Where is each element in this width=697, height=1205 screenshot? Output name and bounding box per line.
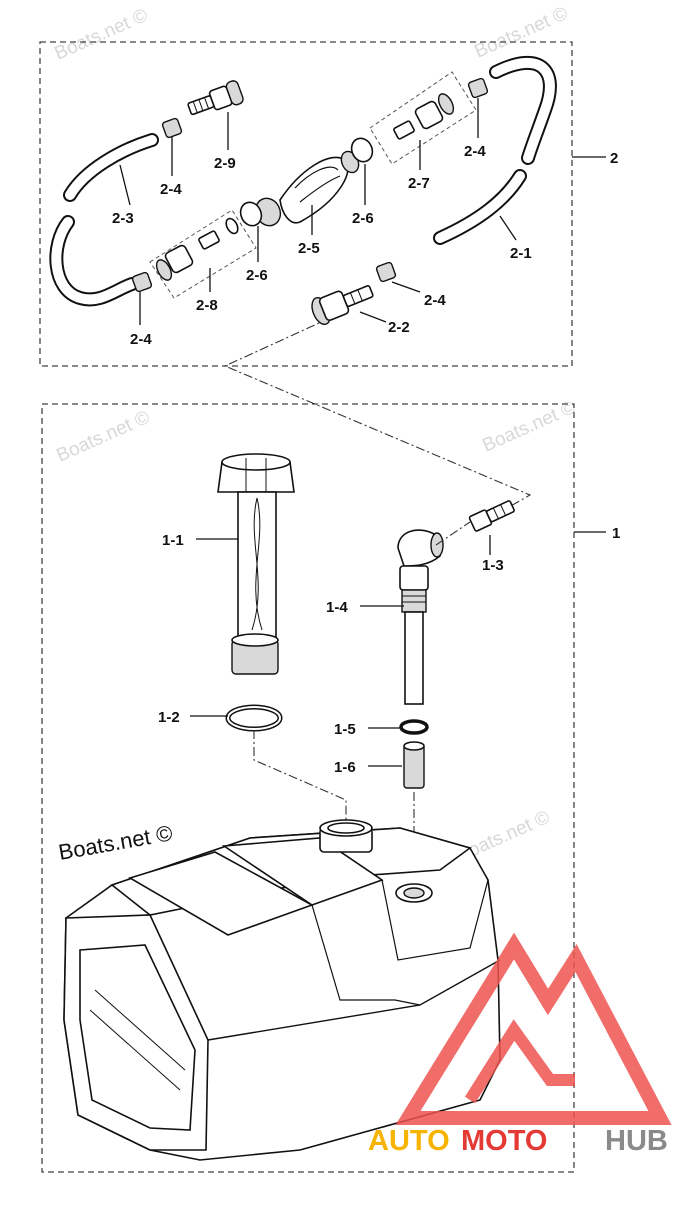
hose-right-upper [491, 57, 555, 163]
nipple-1-3 [468, 500, 515, 532]
valve-2-7 [393, 93, 455, 140]
primer-bulb-2-5 [254, 150, 360, 227]
callout-2-6: 2-6 [352, 210, 374, 227]
watermark: Boats.net © [53, 407, 152, 467]
logo-triangle [395, 932, 672, 1125]
sleeve-top [403, 741, 425, 751]
hose-clamp [467, 77, 489, 99]
callout-2-4: 2-4 [424, 292, 446, 309]
callout-1-5: 1-5 [334, 721, 356, 738]
hose-clamp [161, 117, 183, 139]
hose-2-1 [435, 171, 525, 243]
valve-2-8 [155, 217, 239, 281]
leader [119, 164, 131, 206]
callout-2-4: 2-4 [130, 331, 152, 348]
fuel-joint-1-4 [397, 529, 444, 705]
fuel-gauge-1-1 [217, 453, 295, 675]
assembly-1-label: 1 [612, 525, 620, 542]
center-line [253, 730, 347, 830]
center-line [435, 521, 471, 546]
watermark: Boats.net © [479, 397, 578, 457]
hose-clamp [131, 271, 153, 293]
connector-2-9 [187, 80, 244, 116]
o-ring-1-5 [399, 719, 429, 735]
callout-1-2: 1-2 [158, 709, 180, 726]
leader [499, 215, 517, 241]
logo-text-moto: MOTO [461, 1125, 547, 1157]
leader [391, 281, 421, 293]
assembly-1-frame [41, 403, 575, 1173]
callout-2-9: 2-9 [214, 155, 236, 172]
callout-1-1: 1-1 [162, 532, 184, 549]
callout-2-2: 2-2 [388, 319, 410, 336]
fuel-tank [63, 819, 501, 1161]
assembly-2-label: 2 [610, 150, 618, 167]
callout-2-5: 2-5 [298, 240, 320, 257]
logo-text-hub: HUB [605, 1125, 668, 1157]
callout-1-3: 1-3 [482, 557, 504, 574]
nut-2-6 [239, 201, 263, 227]
hose-clamp [375, 261, 397, 283]
callout-2-1: 2-1 [510, 245, 532, 262]
logo-text-auto: AUTO [368, 1125, 450, 1157]
callout-2-6: 2-6 [246, 267, 268, 284]
callout-1-6: 1-6 [334, 759, 356, 776]
callout-2-7: 2-7 [408, 175, 430, 192]
logo-inner [464, 1019, 575, 1104]
callout-2-8: 2-8 [196, 297, 218, 314]
callout-2-4: 2-4 [160, 181, 182, 198]
watermark-main: Boats.net © [57, 820, 175, 865]
callout-2-3: 2-3 [112, 210, 134, 227]
nut-2-6 [350, 137, 374, 163]
leader [359, 311, 387, 323]
assembly-2-frame [39, 41, 573, 367]
hose-2-3-upper [65, 135, 157, 200]
gasket-highlight [227, 706, 281, 730]
group-outline [149, 209, 257, 299]
hose-2-3-lower [51, 217, 137, 305]
watermark: Boats.net © [51, 5, 150, 65]
watermark: Boats.net © [471, 3, 570, 63]
logo: AUTO MOTO HUB [368, 932, 672, 1157]
callout-1-4: 1-4 [326, 599, 348, 616]
connector-2-2 [311, 285, 374, 326]
group-outline [369, 71, 477, 165]
callout-2-4: 2-4 [464, 143, 486, 160]
